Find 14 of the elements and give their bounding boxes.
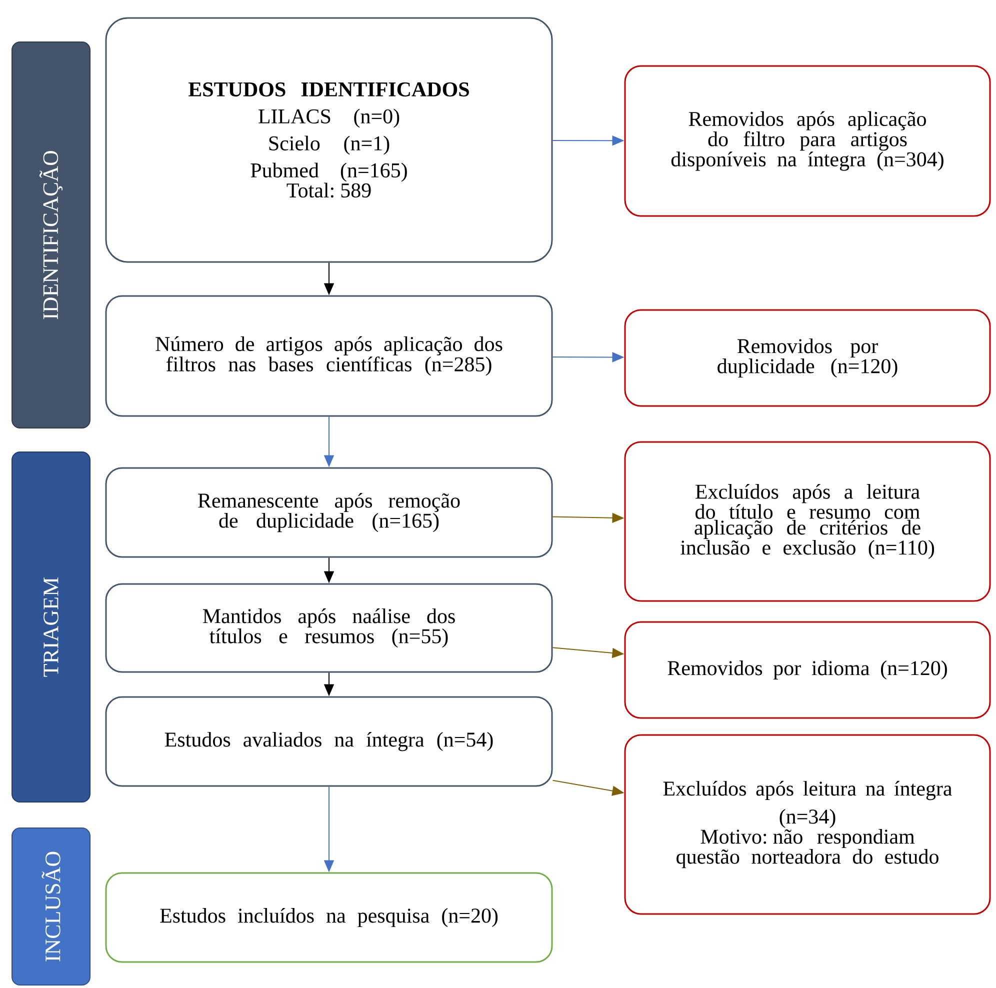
exclusion-box: Excluídos após leitura na íntegra (n=34) Motivo: não respondiam questão norteadora do estudo (624, 734, 991, 915)
stage-band: INCLUSÃO (12, 828, 90, 986)
stage-band: TRIAGEM (12, 452, 90, 802)
process-box: Número de artigos após aplicação dos filtros nas bases científicas (n=285) (105, 295, 553, 417)
exclusion-box: Excluídos após a leitura do título e resumo com aplicação de critérios de inclusão e exclusão (n=110) (624, 441, 991, 602)
exclusion-box: Removidos por duplicidade (n=120) (624, 309, 991, 407)
exclusion-box: Removidos após aplicação do filtro para artigos disponíveis na íntegra (n=304) (624, 65, 991, 217)
exclusion-box: Removidos por idioma (n=120) (624, 621, 991, 719)
process-box: Estudos incluídos na pesquisa (n=20) (105, 872, 553, 963)
process-box: Mantidos após naálise dos títulos e resumos (n=55) (105, 583, 553, 673)
process-box: ESTUDOS IDENTIFICADOS LILACS (n=0) Scielo (n=1) Pubmed (n=165) Total: 589 (105, 17, 553, 263)
process-box: Estudos avaliados na íntegra (n=54) (105, 696, 553, 787)
process-box: Remanescente após remoção de duplicidade (n=165) (105, 467, 553, 558)
stage-band: IDENTIFICAÇÃO (12, 42, 90, 428)
